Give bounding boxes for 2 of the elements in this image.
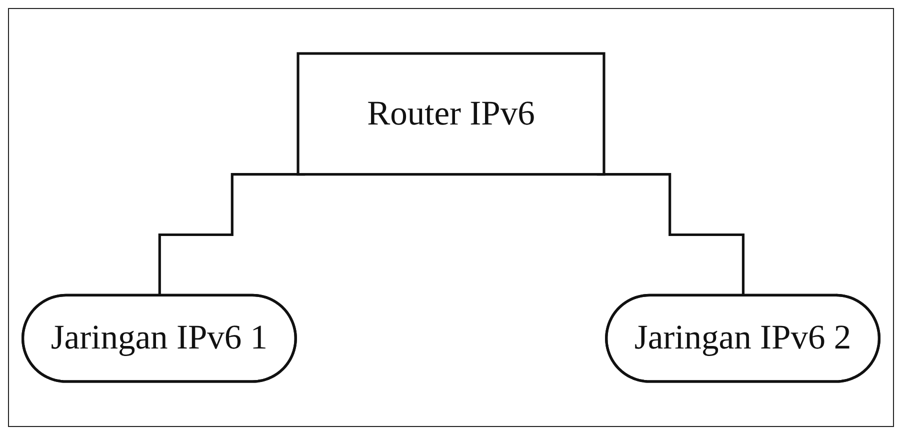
- diagram-frame: Router IPv6 Jaringan IPv6 1 Jaringan IPv6 2: [8, 8, 894, 427]
- node-box: [296, 52, 606, 176]
